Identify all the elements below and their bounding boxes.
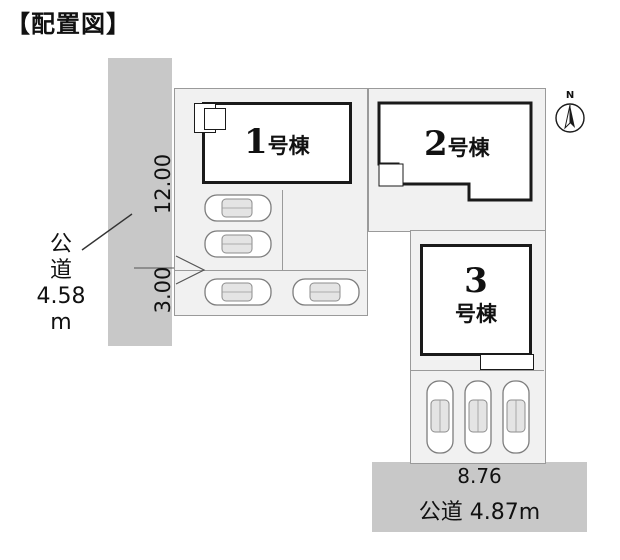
- building-3-entrance: [480, 354, 534, 370]
- page-title: 【配置図】: [6, 10, 131, 38]
- building-3-label: 3 号棟: [455, 261, 497, 326]
- frontage-dimension-bottom: 3.00: [151, 266, 175, 314]
- car-icon: [426, 380, 454, 454]
- entrance-arrow-icon: [175, 255, 206, 285]
- car-icon: [292, 278, 360, 306]
- building-1-porch: [204, 108, 226, 130]
- bottom-road-label: 公道 4.87m: [418, 500, 541, 525]
- dimension-lines: [134, 267, 174, 269]
- left-road-label: 公 道 4.58 m: [36, 232, 86, 335]
- frontage-dimension-top: 12.00: [151, 153, 175, 215]
- car-icon: [464, 380, 492, 454]
- building-1: [202, 102, 352, 184]
- bottom-frontage-dimension: 8.76: [457, 464, 502, 488]
- parking-divider: [282, 190, 283, 270]
- building-2: [377, 101, 533, 202]
- car-icon: [204, 194, 272, 222]
- car-icon: [204, 230, 272, 258]
- building-1-label: 1号棟: [244, 122, 310, 162]
- building-2-label: 2号棟: [424, 124, 490, 164]
- public-road-bottom: [372, 462, 587, 532]
- road-leader-line: [81, 213, 133, 251]
- compass-label: N: [565, 90, 575, 101]
- parking-divider-horizontal: [174, 270, 366, 271]
- compass-icon: [555, 103, 585, 133]
- compass: N: [554, 90, 586, 138]
- building-3: [420, 244, 532, 356]
- lot-3-parking-divider: [410, 370, 544, 371]
- public-road-left: [108, 58, 172, 346]
- car-icon: [204, 278, 272, 306]
- car-icon: [502, 380, 530, 454]
